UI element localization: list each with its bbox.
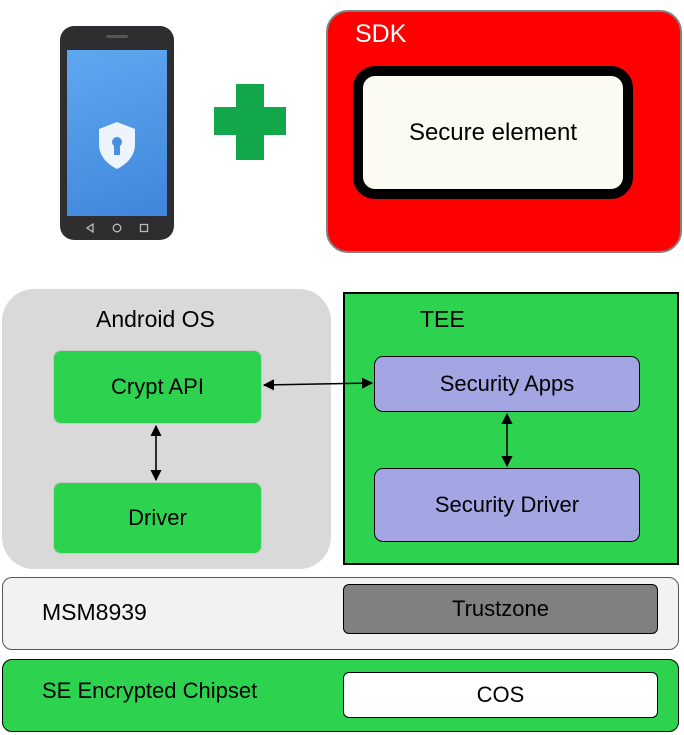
security-driver-box: Security Driver xyxy=(374,468,640,542)
security-apps-label: Security Apps xyxy=(439,371,575,396)
security-driver-label: Security Driver xyxy=(434,492,580,517)
smartphone-shield-icon xyxy=(60,26,174,240)
trustzone-label: Trustzone xyxy=(451,596,549,621)
tee-title: TEE xyxy=(420,306,465,332)
msm8939-label: MSM8939 xyxy=(42,599,147,625)
secure-element-label: Secure element xyxy=(408,118,578,146)
cos-label: COS xyxy=(476,682,525,707)
shield-lock-icon xyxy=(99,122,135,169)
cos-box: COS xyxy=(343,672,658,718)
secure-element-box: Secure element xyxy=(353,66,633,199)
driver-label: Driver xyxy=(128,505,187,530)
driver-box: Driver xyxy=(53,482,262,554)
security-apps-box: Security Apps xyxy=(374,356,640,412)
phone-nav-bar xyxy=(60,218,174,238)
android-os-title: Android OS xyxy=(96,306,215,332)
se-chipset-label: SE Encrypted Chipset xyxy=(42,678,258,703)
recents-icon xyxy=(140,223,149,233)
home-icon xyxy=(112,223,122,233)
crypt-api-label: Crypt API xyxy=(111,374,204,399)
phone-speaker xyxy=(106,35,128,38)
trustzone-box: Trustzone xyxy=(343,584,658,634)
plus-icon-bar xyxy=(214,107,286,135)
crypt-api-box: Crypt API xyxy=(53,350,262,424)
back-icon xyxy=(85,223,94,233)
crypt-to-security-apps-arrow xyxy=(262,377,374,391)
phone-screen xyxy=(67,50,167,216)
sdk-title: SDK xyxy=(355,20,407,48)
